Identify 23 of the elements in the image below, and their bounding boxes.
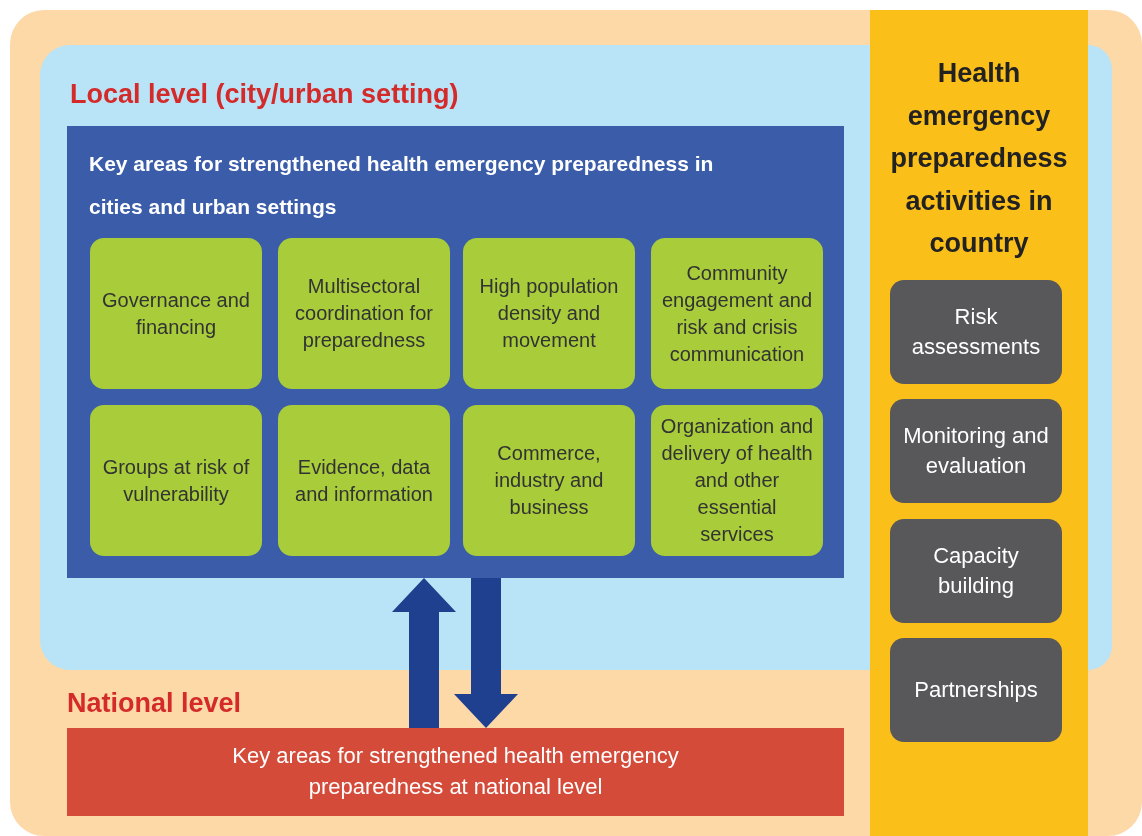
area-card: High population density and movement — [463, 238, 635, 389]
activity-card: Risk assessments — [890, 280, 1062, 384]
activity-card: Partnerships — [890, 638, 1062, 742]
area-card: Evidence, data and information — [278, 405, 450, 556]
local-panel — [40, 45, 870, 670]
area-card: Groups at risk of vulnerability — [90, 405, 262, 556]
arrow — [392, 578, 456, 728]
national-panel: Key areas for strengthened health emergency preparedness at national level — [67, 728, 844, 816]
activities-column — [870, 10, 1088, 836]
area-card: Organization and delivery of health and other essential services — [651, 405, 823, 556]
area-card: Governance and financing — [90, 238, 262, 389]
activity-card: Capacity building — [890, 519, 1062, 623]
activity-card: Monitoring and evaluation — [890, 399, 1062, 503]
area-card: Commerce, industry and business — [463, 405, 635, 556]
section-title: National level — [67, 688, 242, 719]
area-card: Multisectoral coordination for preparedness — [278, 238, 450, 389]
area-card: Community engagement and risk and crisis communication — [651, 238, 823, 389]
panel-heading: Key areas for strengthened health emergency preparedness in cities and urban settings — [89, 151, 715, 220]
key-areas-panel — [67, 126, 844, 578]
outer-panel — [10, 10, 1142, 836]
section-title: Local level (city/urban setting) — [70, 79, 459, 110]
arrow — [454, 578, 518, 728]
column-heading: Health emergency preparedness activities in country — [889, 57, 1069, 260]
